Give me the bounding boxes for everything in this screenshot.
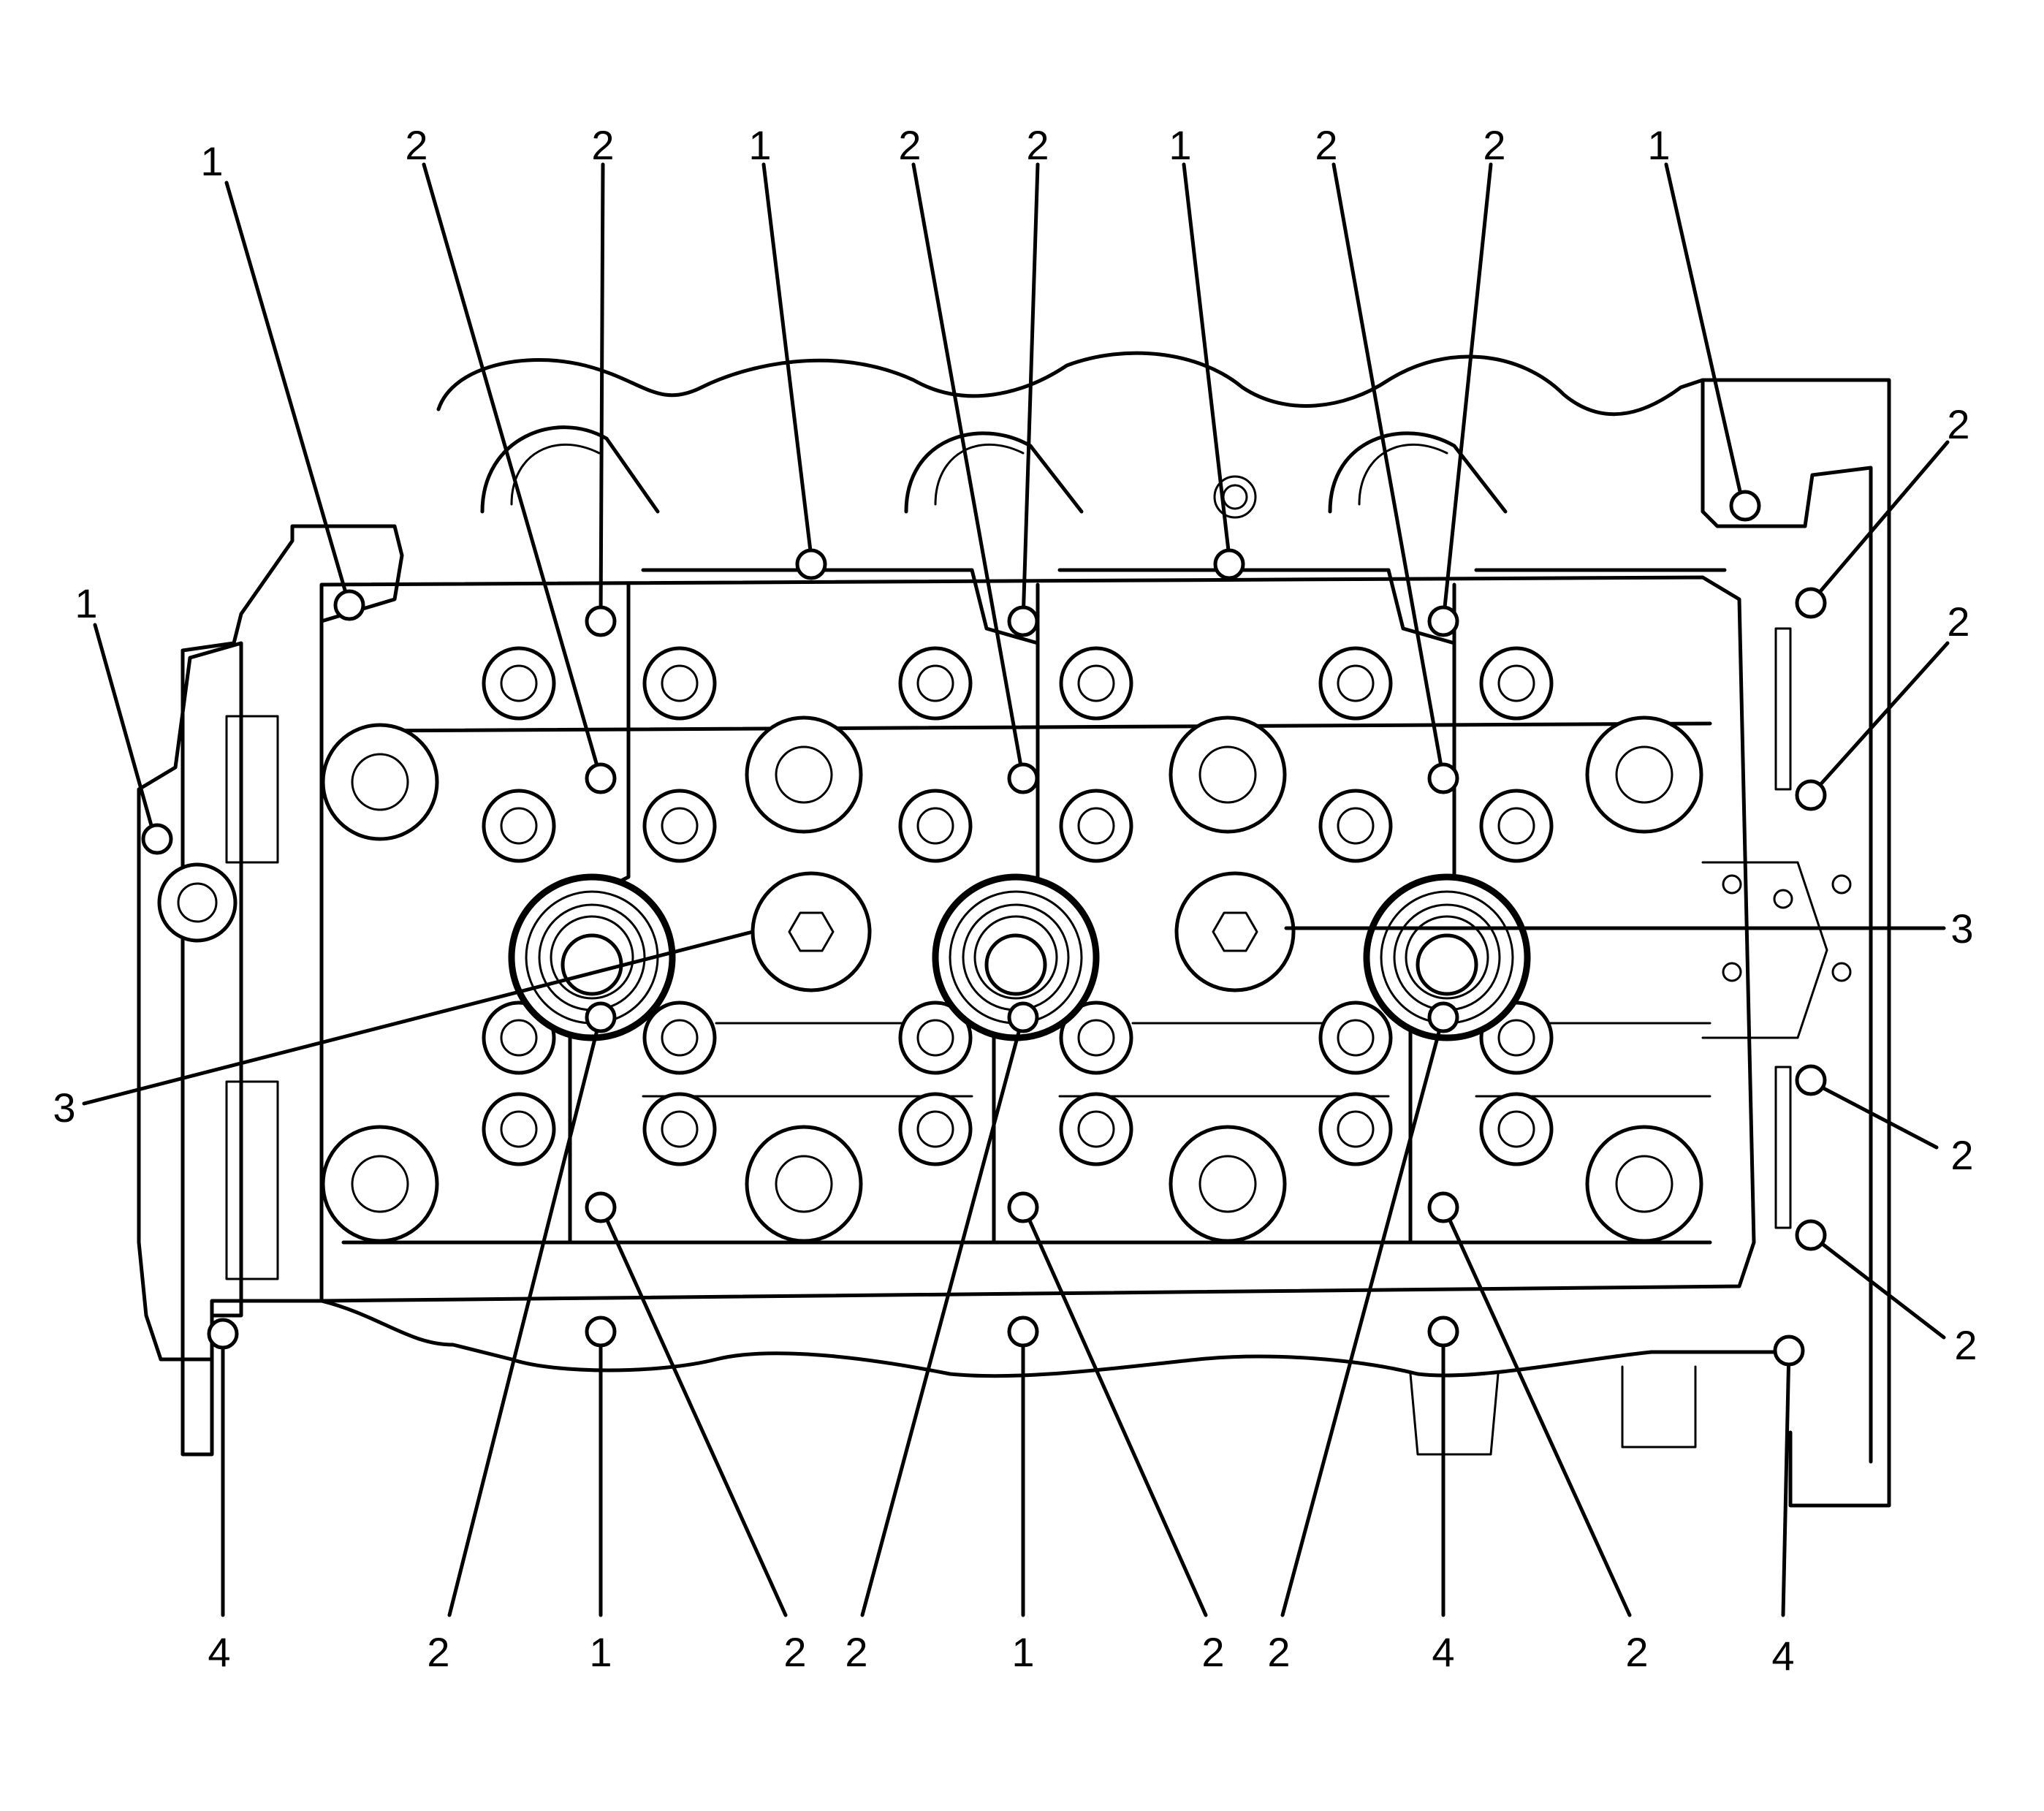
callout-label: 2: [1026, 122, 1049, 168]
callout-labels: 1 2 2 1 2 2 1 2 2 1 1 2 2 3 3 2 2 4 2 1 …: [53, 122, 1977, 1679]
callout-label: 2: [783, 1629, 806, 1675]
callout-label: 1: [748, 122, 771, 168]
callout-label: 2: [1954, 1322, 1977, 1368]
cam-towers: [568, 568, 1727, 1245]
callout-label: 2: [1947, 599, 1969, 645]
callout-label: 1: [589, 1629, 612, 1675]
hex-plugs: [751, 871, 1296, 992]
callout-label: 4: [1771, 1633, 1794, 1679]
callout-label: 2: [1947, 401, 1969, 447]
cylinder-head-illustration: [137, 351, 1891, 1508]
callout-label: 1: [1169, 122, 1191, 168]
callout-label: 2: [1950, 1132, 1973, 1178]
callout-label: 2: [427, 1629, 449, 1675]
callout-label: 1: [1647, 122, 1670, 168]
callout-label: 2: [1267, 1629, 1290, 1675]
bolt-points: [141, 490, 1827, 1367]
callout-label: 1: [200, 138, 223, 184]
callout-label: 4: [1432, 1629, 1454, 1675]
callout-label: 2: [591, 122, 614, 168]
callout-label: 3: [1950, 906, 1973, 952]
bosses: [321, 715, 1703, 1243]
callout-label: 1: [1011, 1629, 1034, 1675]
callout-label: 4: [208, 1629, 230, 1675]
callout-label: 2: [1201, 1629, 1224, 1675]
callout-leaders: [82, 162, 1950, 1617]
callout-label: 1: [75, 580, 97, 626]
callout-label: 2: [1483, 122, 1505, 168]
callout-label: 2: [405, 122, 428, 168]
callout-label: 2: [845, 1629, 867, 1675]
cam-cap-bolts: [482, 646, 1554, 1166]
callout-label: 2: [1625, 1629, 1648, 1675]
callout-label: 2: [1315, 122, 1337, 168]
callout-label: 3: [53, 1085, 75, 1131]
spark-plug-tubes: [508, 873, 1531, 1041]
callout-label: 2: [898, 122, 921, 168]
